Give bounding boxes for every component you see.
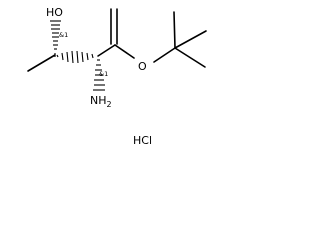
stereo-label-c3: &1 [59,31,68,39]
bond-tbutyl-methyl-right [174,30,207,49]
amine-label-subscript: 2 [107,100,112,109]
structure-drawing: HO O NH2 &1 &1 HCl [27,6,207,147]
bond-tbutyl-methyl-lower [174,47,206,68]
bond-lines [27,8,207,72]
hashed-wedge-c3-c2 [56,50,94,64]
bond-c2-carbonyl-carbon [97,44,116,57]
bond-carbonyl-ester-oxygen [114,44,135,59]
stereo-label-c2: &1 [99,70,108,78]
amine-label: NH2 [90,94,112,109]
bond-tbutyl-methyl-top [173,11,176,49]
bond-ester-oxygen-tbutyl [153,47,176,63]
salt-label: HCl [133,134,152,147]
hashed-wedge-c3-oh [50,20,61,57]
amine-label-main: NH [90,94,107,107]
bond-methyl-c3 [27,54,56,72]
ester-oxygen-label: O [138,60,147,73]
hydroxyl-label: HO [46,6,63,19]
hashed-wedge-c2-nh2 [93,59,105,91]
